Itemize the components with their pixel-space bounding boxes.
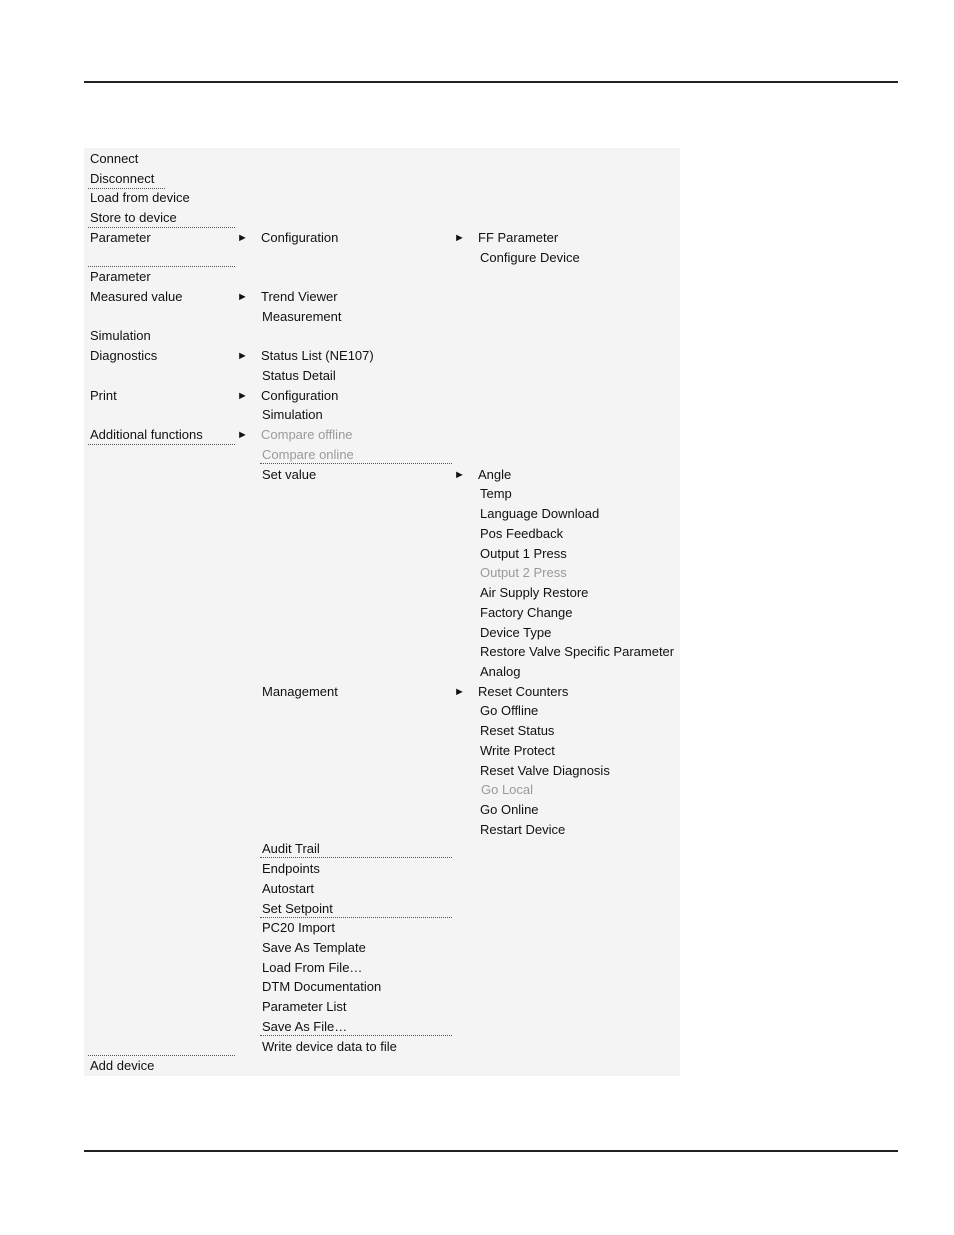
menu-item-air-supply-restore[interactable]: Air Supply Restore	[480, 585, 589, 600]
context-menu-tree: Connect Disconnect Load from device Stor…	[84, 148, 680, 1076]
menu-item-print[interactable]: Print	[90, 388, 117, 403]
menu-separator	[88, 227, 235, 228]
menu-item-add-device[interactable]: Add device	[90, 1058, 155, 1073]
menu-item-connect[interactable]: Connect	[90, 151, 139, 166]
menu-item-reset-counters[interactable]: Reset Counters	[478, 684, 569, 699]
submenu-arrow-icon: ►	[454, 232, 465, 244]
submenu-arrow-icon: ►	[237, 429, 248, 441]
menu-item-load-from-file[interactable]: Load From File…	[262, 960, 363, 975]
menu-item-save-as-file[interactable]: Save As File…	[262, 1019, 348, 1034]
menu-separator	[260, 1035, 452, 1036]
menu-item-ff-parameter[interactable]: FF Parameter	[478, 230, 559, 245]
menu-item-print-simulation[interactable]: Simulation	[262, 407, 323, 422]
menu-item-set-value[interactable]: Set value	[262, 467, 317, 482]
menu-item-load-from-device[interactable]: Load from device	[90, 190, 190, 205]
menu-item-additional-functions[interactable]: Additional functions	[90, 427, 203, 442]
menu-separator	[260, 917, 452, 918]
menu-separator	[88, 188, 165, 189]
menu-item-save-as-template[interactable]: Save As Template	[262, 940, 366, 955]
menu-item-restore-valve-specific-parameter[interactable]: Restore Valve Specific Parameter	[480, 644, 675, 659]
submenu-arrow-icon: ►	[237, 350, 248, 362]
menu-item-compare-online: Compare online	[262, 447, 354, 462]
menu-item-analog[interactable]: Analog	[480, 664, 521, 679]
menu-item-reset-valve-diagnosis[interactable]: Reset Valve Diagnosis	[480, 763, 610, 778]
menu-item-configure-device[interactable]: Configure Device	[480, 250, 580, 265]
header-rule	[84, 81, 898, 83]
submenu-arrow-icon: ►	[454, 686, 465, 698]
menu-item-disconnect[interactable]: Disconnect	[90, 171, 155, 186]
menu-item-simulation[interactable]: Simulation	[90, 328, 151, 343]
submenu-arrow-icon: ►	[237, 390, 248, 402]
menu-item-angle[interactable]: Angle	[478, 467, 512, 482]
menu-item-measurement[interactable]: Measurement	[262, 309, 342, 324]
menu-item-temp[interactable]: Temp	[480, 486, 512, 501]
menu-item-output-1-press[interactable]: Output 1 Press	[480, 546, 567, 561]
menu-item-endpoints[interactable]: Endpoints	[262, 861, 320, 876]
menu-item-reset-status[interactable]: Reset Status	[480, 723, 555, 738]
menu-item-dtm-documentation[interactable]: DTM Documentation	[262, 979, 382, 994]
menu-item-store-to-device[interactable]: Store to device	[90, 210, 177, 225]
menu-item-print-configuration[interactable]: Configuration	[261, 388, 339, 403]
menu-item-parameter-list[interactable]: Parameter List	[262, 999, 347, 1014]
submenu-arrow-icon: ►	[237, 291, 248, 303]
submenu-arrow-icon: ►	[454, 469, 465, 481]
menu-item-management[interactable]: Management	[262, 684, 338, 699]
menu-item-output-2-press: Output 2 Press	[480, 565, 567, 580]
menu-item-trend-viewer[interactable]: Trend Viewer	[261, 289, 338, 304]
menu-item-go-offline[interactable]: Go Offline	[480, 703, 539, 718]
menu-item-factory-change[interactable]: Factory Change	[480, 605, 573, 620]
menu-item-configuration-submenu[interactable]: Configuration	[261, 230, 339, 245]
menu-separator	[260, 463, 452, 464]
menu-item-compare-offline: Compare offline	[261, 427, 353, 442]
menu-item-set-setpoint[interactable]: Set Setpoint	[262, 901, 333, 916]
menu-item-go-local: Go Local	[481, 782, 534, 797]
menu-item-pos-feedback[interactable]: Pos Feedback	[480, 526, 564, 541]
menu-item-status-detail[interactable]: Status Detail	[262, 368, 336, 383]
menu-item-write-protect[interactable]: Write Protect	[480, 743, 555, 758]
menu-item-device-type[interactable]: Device Type	[480, 625, 552, 640]
menu-item-restart-device[interactable]: Restart Device	[480, 822, 566, 837]
menu-separator	[88, 266, 235, 267]
menu-item-measured-value[interactable]: Measured value	[90, 289, 183, 304]
menu-item-pc20-import[interactable]: PC20 Import	[262, 920, 335, 935]
menu-item-write-device-data-to-file[interactable]: Write device data to file	[262, 1039, 397, 1054]
menu-item-audit-trail[interactable]: Audit Trail	[262, 841, 320, 856]
menu-item-parameter-submenu[interactable]: Parameter	[90, 230, 151, 245]
menu-item-status-list[interactable]: Status List (NE107)	[261, 348, 374, 363]
menu-separator	[88, 1055, 235, 1056]
menu-item-language-download[interactable]: Language Download	[480, 506, 600, 521]
menu-separator	[88, 444, 235, 445]
menu-item-autostart[interactable]: Autostart	[262, 881, 315, 896]
submenu-arrow-icon: ►	[237, 232, 248, 244]
menu-item-parameter[interactable]: Parameter	[90, 269, 151, 284]
footer-rule	[84, 1150, 898, 1152]
menu-item-diagnostics[interactable]: Diagnostics	[90, 348, 158, 363]
menu-separator	[260, 857, 452, 858]
menu-item-go-online[interactable]: Go Online	[480, 802, 539, 817]
